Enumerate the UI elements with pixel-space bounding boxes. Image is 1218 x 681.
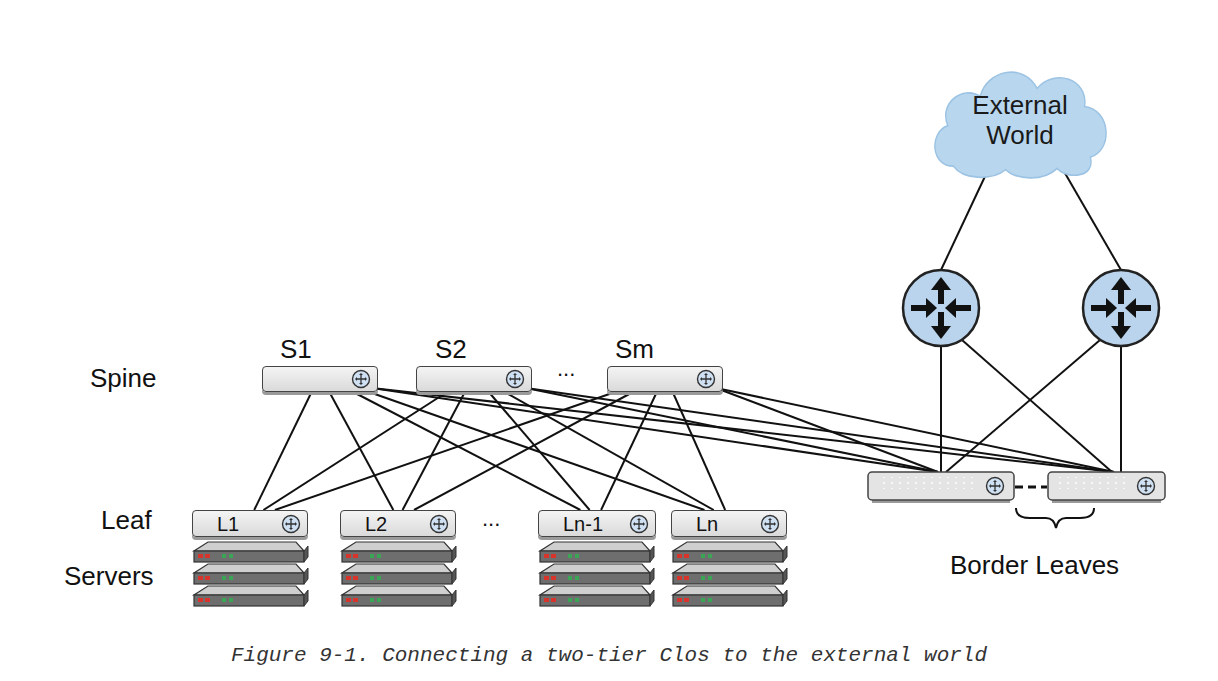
leaf-switch: Ln-1 — [538, 510, 656, 537]
switch-icon — [629, 514, 649, 534]
link-wire — [489, 392, 590, 510]
link-wire — [601, 392, 657, 510]
link-wire — [254, 392, 311, 510]
switch-icon — [351, 369, 371, 389]
leaf-switch: L1 — [192, 510, 308, 537]
leaf-switch: Ln — [671, 510, 787, 537]
server-stack — [540, 542, 654, 606]
switch-body — [416, 366, 532, 392]
border-leaf-switch — [1048, 472, 1165, 503]
link-wire — [403, 392, 465, 510]
link-wire — [505, 392, 714, 510]
figure-caption: Figure 9-1. Connecting a two-tier Clos t… — [0, 644, 1218, 667]
border-leaf-switch — [868, 472, 1014, 503]
switch-label: Ln-1 — [563, 513, 603, 535]
spine-switch: S1 — [262, 334, 378, 392]
switch-label: Sm — [615, 334, 654, 364]
tier-label: Spine — [90, 363, 157, 394]
peer-link — [1015, 486, 1047, 489]
uplink-wires — [372, 168, 1121, 472]
router — [1083, 270, 1159, 346]
switch-icon — [429, 514, 449, 534]
server-stack — [342, 542, 456, 606]
switch-label: S2 — [435, 334, 467, 364]
link-wire — [329, 392, 393, 510]
tier-label: Servers — [64, 561, 154, 592]
group-label: Border Leaves — [950, 550, 1119, 581]
server-stack — [673, 542, 787, 606]
switch-icon — [696, 369, 716, 389]
switch-label: Ln — [696, 513, 718, 535]
cloud-label: External World — [960, 90, 1080, 150]
link-wire — [414, 392, 633, 510]
ellipsis: ... — [482, 506, 500, 532]
switch-label: S1 — [280, 334, 312, 364]
bracket — [1016, 508, 1094, 528]
switch-icon — [505, 369, 525, 389]
tier-label: Leaf — [101, 505, 152, 536]
server-stack — [194, 542, 308, 606]
external-cloud: External World — [925, 58, 1115, 182]
ellipsis: ... — [557, 356, 575, 382]
switch-body — [262, 366, 378, 392]
switch-label: L2 — [365, 513, 387, 535]
switch-icon — [281, 514, 301, 534]
leaf-switch: L2 — [340, 510, 456, 537]
cloud-outline — [935, 72, 1106, 178]
link-wire — [263, 392, 447, 510]
router — [903, 270, 979, 346]
switch-icon — [760, 514, 780, 534]
spine-switch: Sm — [607, 334, 723, 392]
switch-label: L1 — [217, 513, 239, 535]
spine-switch: S2 — [416, 334, 532, 392]
link-wire — [673, 392, 725, 510]
link-wire — [353, 392, 580, 510]
switch-body — [607, 366, 723, 392]
